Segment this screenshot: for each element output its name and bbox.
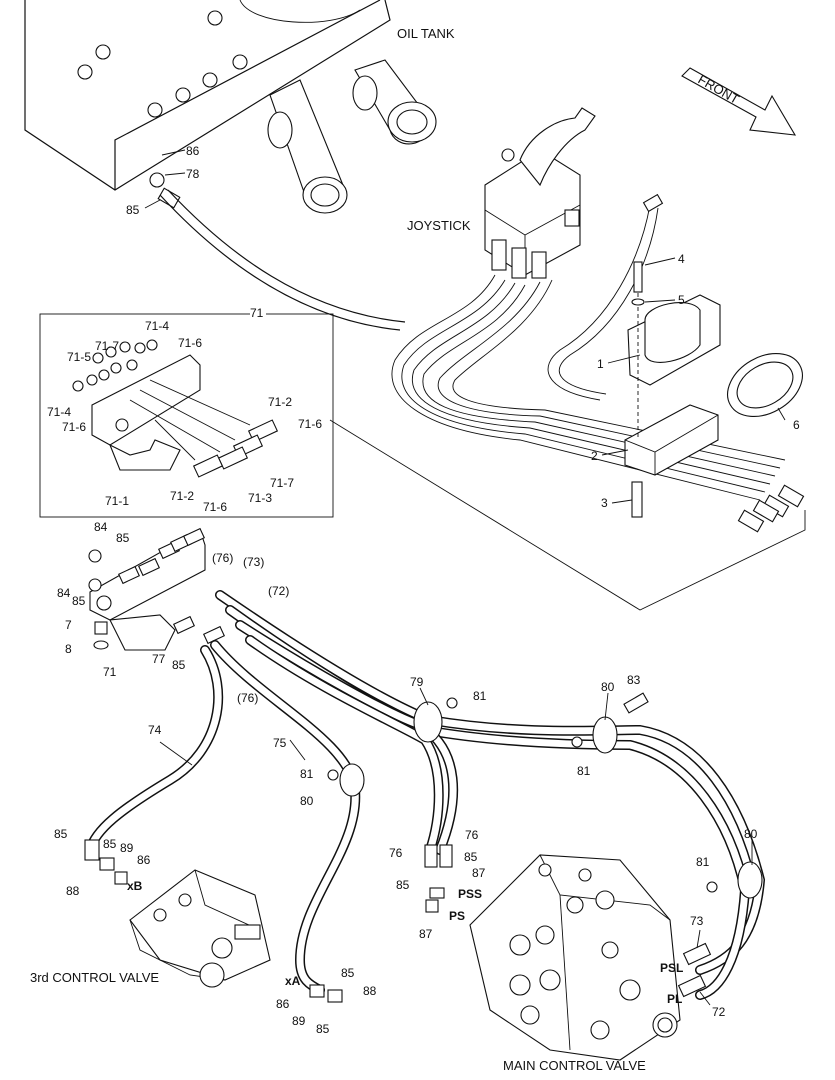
callout-80c: 80 — [744, 827, 758, 841]
callout-87a: 87 — [472, 866, 486, 880]
port-xa: xA — [285, 974, 301, 988]
callout-86b: 86 — [137, 853, 151, 867]
inset-label-13: 71-7 — [270, 476, 294, 490]
inset-label-3: 71-5 — [67, 350, 91, 364]
callout-85g: 85 — [464, 850, 478, 864]
callout-85j: 85 — [316, 1022, 330, 1036]
callout-86: 86 — [186, 144, 200, 158]
inset-label-4: 71-6 — [178, 336, 202, 350]
callout-83: 83 — [627, 673, 641, 687]
callout-72a: (72) — [268, 584, 289, 598]
inset-label-11: 71-6 — [203, 500, 227, 514]
callout-3: 3 — [601, 496, 608, 510]
oil-tank-label: OIL TANK — [397, 26, 455, 41]
inset-label-9: 71-6 — [298, 417, 322, 431]
callout-2: 2 — [591, 449, 598, 463]
callout-numbers: 86 78 85 4 5 1 6 2 3 84 85 84 85 (76) (7… — [54, 144, 800, 1036]
inset-71-box: 71 71-4 71-7 71-5 71- — [39, 306, 334, 518]
callout-88b: 88 — [363, 984, 377, 998]
callout-85e: 85 — [54, 827, 68, 841]
callout-80a: 80 — [601, 680, 615, 694]
oil-tank — [24, 0, 437, 214]
port-labels: xB xA PSS PS PSL PL — [127, 879, 683, 1006]
callout-85i: 85 — [341, 966, 355, 980]
port-pss: PSS — [458, 887, 482, 901]
main-valve-label: MAIN CONTROL VALVE — [503, 1058, 646, 1073]
callout-71: 71 — [103, 665, 117, 679]
port-xb: xB — [127, 879, 143, 893]
inset-label-5: 71-4 — [47, 405, 71, 419]
callout-85c: 85 — [72, 594, 86, 608]
callout-88a: 88 — [66, 884, 80, 898]
callout-8: 8 — [65, 642, 72, 656]
callout-78: 78 — [186, 167, 200, 181]
manifold-bracket — [88, 527, 226, 651]
inset-label-12: 71-3 — [248, 491, 272, 505]
joystick-assembly — [484, 107, 596, 279]
port-psl: PSL — [660, 961, 683, 975]
callout-81a: 81 — [473, 689, 487, 703]
callout-81d: 81 — [696, 855, 710, 869]
callout-80b: 80 — [300, 794, 314, 808]
callout-72b: 72 — [712, 1005, 726, 1019]
callout-4: 4 — [678, 252, 685, 266]
callout-81b: 81 — [577, 764, 591, 778]
callout-77: 77 — [152, 652, 166, 666]
inset-label-8: 71-2 — [268, 395, 292, 409]
callout-1: 1 — [597, 357, 604, 371]
callout-89a: 89 — [120, 841, 134, 855]
callout-89b: 89 — [292, 1014, 306, 1028]
callout-81c: 81 — [300, 767, 314, 781]
callout-76b: (76) — [237, 691, 258, 705]
main-control-valve — [469, 854, 681, 1061]
leader-lines — [144, 149, 786, 1006]
inset-title: 71 — [250, 306, 264, 320]
title-labels: OIL TANK JOYSTICK 3rd CONTROL VALVE MAIN… — [30, 26, 646, 1073]
inset-label-6: 71-6 — [62, 420, 86, 434]
callout-87b: 87 — [419, 927, 433, 941]
inset-label-1: 71-4 — [145, 319, 169, 333]
inset-label-10: 71-2 — [170, 489, 194, 503]
callout-84b: 84 — [57, 586, 71, 600]
joystick-label: JOYSTICK — [407, 218, 471, 233]
front-label: FRONT — [696, 72, 742, 107]
callout-76c: 76 — [465, 828, 479, 842]
inset-label-2: 71-7 — [95, 339, 119, 353]
callout-5: 5 — [678, 293, 685, 307]
front-arrow: FRONT — [681, 67, 797, 136]
callout-74: 74 — [148, 723, 162, 737]
callout-86c: 86 — [276, 997, 290, 1011]
callout-85f: 85 — [103, 837, 117, 851]
callout-85d: 85 — [172, 658, 186, 672]
third-control-valve — [129, 869, 271, 988]
leader-box — [329, 419, 806, 611]
port-ps: PS — [449, 909, 465, 923]
callout-73b: 73 — [690, 914, 704, 928]
callout-85h: 85 — [396, 878, 410, 892]
callout-85: 85 — [126, 203, 140, 217]
callout-76a: (76) — [212, 551, 233, 565]
inset-label-7: 71-1 — [105, 494, 129, 508]
callout-6: 6 — [793, 418, 800, 432]
joystick-hose-bundle — [159, 189, 805, 533]
port-pl: PL — [667, 992, 682, 1006]
mount-hardware — [624, 261, 803, 518]
hose-lines — [84, 590, 766, 1003]
third-valve-label: 3rd CONTROL VALVE — [30, 970, 159, 985]
callout-75: 75 — [273, 736, 287, 750]
callout-7: 7 — [65, 618, 72, 632]
callout-79: 79 — [410, 675, 424, 689]
callout-84a: 84 — [94, 520, 108, 534]
callout-76d: 76 — [389, 846, 403, 860]
callout-73a: (73) — [243, 555, 264, 569]
callout-85b: 85 — [116, 531, 130, 545]
